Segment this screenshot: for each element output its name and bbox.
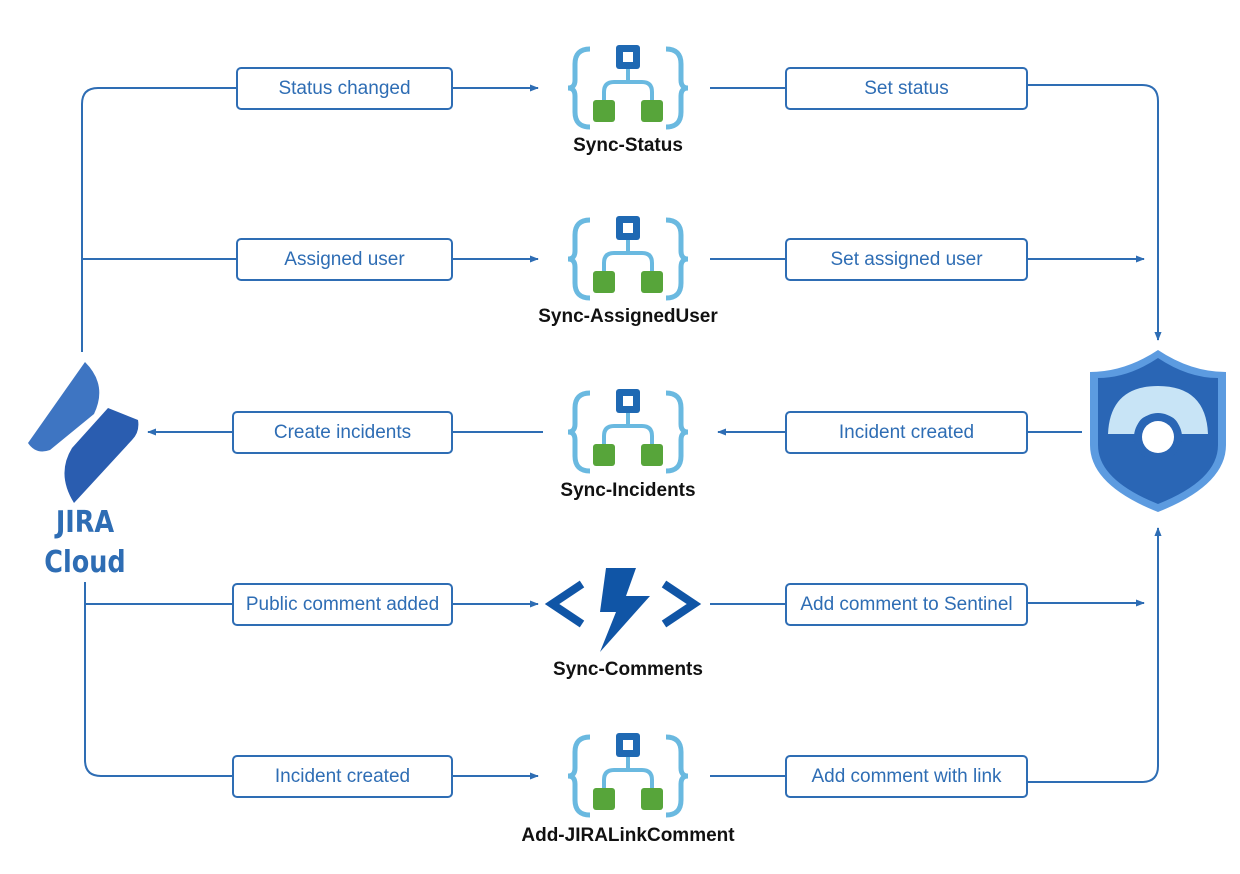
add-comment-to-sentinel-box: Add comment to Sentinel xyxy=(785,583,1028,626)
add-jiralinkcomment-label: Add-JIRALinkComment xyxy=(521,825,735,846)
sync-incidents-label: Sync-Incidents xyxy=(560,480,696,501)
sentinel-shield-icon xyxy=(1090,350,1226,512)
logic-app-icon xyxy=(567,45,689,130)
jira-to-public-comment-line xyxy=(84,582,232,605)
sync-status-label: Sync-Status xyxy=(573,135,683,156)
public-comment-added-box: Public comment added xyxy=(232,583,453,626)
set-status-box: Set status xyxy=(785,67,1028,110)
jira-logo-icon xyxy=(28,362,139,503)
jira-label-line1: JIRA xyxy=(55,505,115,540)
jira-label-line2: Cloud xyxy=(44,545,126,580)
sync-comments-label: Sync-Comments xyxy=(553,659,703,680)
jira-incident-created-box: Incident created xyxy=(232,755,453,798)
create-incidents-box: Create incidents xyxy=(232,411,453,454)
logic-app-icon xyxy=(567,216,689,301)
add-comment-with-link-box: Add comment with link xyxy=(785,755,1028,798)
set-assigned-user-box: Set assigned user xyxy=(785,238,1028,281)
sync-assigneduser-label: Sync-AssignedUser xyxy=(538,306,718,327)
assigned-user-box: Assigned user xyxy=(236,238,453,281)
function-app-icon xyxy=(544,568,702,652)
logic-app-icon xyxy=(567,733,689,818)
logic-app-icon xyxy=(567,389,689,474)
status-changed-box: Status changed xyxy=(236,67,453,110)
sentinel-incident-created-box: Incident created xyxy=(785,411,1028,454)
set-status-to-sentinel-arrow xyxy=(1028,84,1162,341)
jira-to-status-changed-line xyxy=(81,87,236,352)
jira-system-label: JIRA Cloud xyxy=(30,503,141,583)
add-comment-link-to-sentinel-arrow xyxy=(1028,527,1162,783)
jira-to-incident-created-line xyxy=(84,604,232,777)
